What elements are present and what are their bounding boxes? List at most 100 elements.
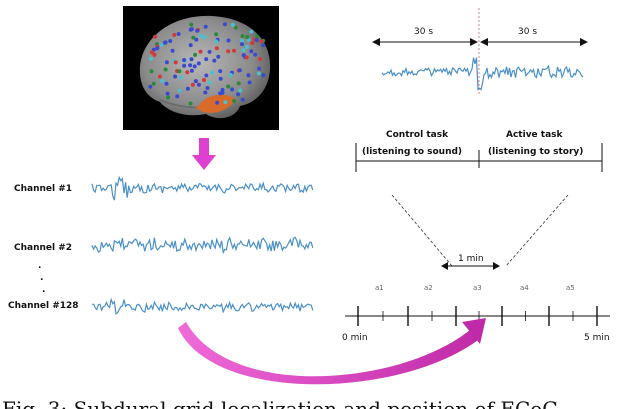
electrode-dot bbox=[214, 46, 219, 51]
timeline-start-label: 0 min bbox=[342, 333, 368, 343]
electrode-dot bbox=[207, 80, 212, 85]
electrode-dot bbox=[222, 22, 227, 27]
electrode-dot bbox=[236, 92, 241, 97]
electrode-dot bbox=[255, 34, 259, 39]
electrode-dot bbox=[240, 38, 244, 43]
ellipsis-dot-3: . bbox=[42, 285, 45, 295]
electrode-dot bbox=[164, 60, 169, 65]
channel-2-signal bbox=[91, 236, 314, 255]
electrode-dot bbox=[218, 91, 223, 96]
electrode-dot bbox=[245, 35, 250, 40]
electrode-dot bbox=[177, 88, 182, 93]
electrode-dot bbox=[189, 68, 194, 73]
electrode-dot bbox=[259, 39, 264, 44]
electrode-dot bbox=[182, 63, 187, 68]
segment-a2: a2 bbox=[424, 284, 433, 292]
ellipsis-dot-1: . bbox=[38, 261, 41, 271]
electrode-dot bbox=[214, 39, 219, 44]
electrode-dot bbox=[218, 69, 223, 74]
electrode-dot bbox=[223, 100, 228, 105]
duration-right-label: 30 s bbox=[518, 27, 537, 37]
electrode-dot bbox=[185, 86, 190, 91]
electrode-dot bbox=[254, 38, 259, 43]
timeline-ticks bbox=[357, 306, 598, 326]
electrode-dot bbox=[189, 57, 194, 62]
electrode-dot bbox=[226, 84, 231, 89]
electrode-dot bbox=[261, 43, 266, 48]
electrode-dot bbox=[250, 41, 255, 45]
electrode-dot bbox=[149, 50, 154, 55]
electrode-dot bbox=[245, 45, 250, 49]
brain-image bbox=[123, 6, 279, 130]
electrode-dot bbox=[237, 68, 242, 73]
electrode-dot bbox=[155, 46, 160, 51]
down-arrow bbox=[192, 138, 216, 170]
electrode-dot bbox=[166, 95, 171, 100]
electrode-dot bbox=[226, 49, 231, 54]
control-task-label: Control task bbox=[386, 130, 449, 140]
electrode-dot bbox=[152, 52, 157, 57]
electrode-dot bbox=[163, 67, 168, 72]
electrode-dot bbox=[203, 90, 208, 95]
electrode-dots bbox=[148, 22, 266, 106]
figure-caption: Fig. 3: Subdural grid localization and p… bbox=[2, 397, 558, 409]
electrode-dot bbox=[198, 33, 203, 38]
electrode-dot bbox=[175, 94, 180, 99]
electrode-dot bbox=[168, 39, 173, 43]
channel-2-label: Channel #2 bbox=[14, 243, 72, 253]
active-task-sub: (listening to story) bbox=[488, 147, 583, 157]
electrode-dot bbox=[172, 32, 177, 37]
electrode-dot bbox=[188, 63, 193, 68]
electrode-dot bbox=[253, 52, 258, 57]
electrode-dot bbox=[188, 43, 193, 48]
zoom-line-left bbox=[391, 194, 453, 267]
electrode-dot bbox=[226, 38, 231, 43]
electrode-dot bbox=[210, 70, 215, 75]
electrode-dot bbox=[241, 53, 246, 58]
electrode-dot bbox=[193, 52, 198, 57]
electrode-dot bbox=[153, 34, 158, 39]
channel-128-signal bbox=[91, 297, 314, 315]
electrode-dot bbox=[212, 58, 217, 63]
electrode-dot bbox=[205, 86, 210, 90]
zoom-line-right bbox=[505, 194, 569, 267]
electrode-dot bbox=[170, 48, 175, 53]
channel-128-label: Channel #128 bbox=[8, 301, 79, 311]
electrode-dot bbox=[233, 25, 238, 30]
electrode-dot bbox=[165, 91, 170, 96]
electrode-dot bbox=[188, 101, 193, 106]
electrode-dot bbox=[230, 87, 235, 92]
electrode-dot bbox=[202, 35, 207, 40]
electrode-dot bbox=[257, 66, 262, 71]
electrode-dot bbox=[192, 64, 197, 69]
electrode-dot bbox=[215, 100, 220, 105]
electrode-dot bbox=[261, 73, 266, 78]
electrode-dot bbox=[149, 69, 154, 74]
electrode-dot bbox=[238, 88, 243, 93]
electrode-dot bbox=[151, 81, 156, 86]
electrode-dot bbox=[179, 75, 183, 80]
electrode-dot bbox=[220, 87, 225, 92]
electrode-dot bbox=[203, 24, 208, 29]
interval-arrow bbox=[441, 262, 500, 270]
electrode-dot bbox=[193, 79, 198, 84]
control-task-sub: (listening to sound) bbox=[362, 147, 462, 157]
electrode-dot bbox=[236, 81, 241, 86]
electrode-dot bbox=[189, 27, 194, 32]
electrode-dot bbox=[157, 74, 162, 79]
electrode-dot bbox=[232, 99, 237, 103]
electrode-dot bbox=[195, 28, 200, 33]
electrode-dot bbox=[173, 74, 178, 79]
electrode-dot bbox=[214, 32, 219, 37]
electrode-dot bbox=[148, 84, 153, 89]
segment-a4: a4 bbox=[520, 284, 529, 292]
electrode-dot bbox=[164, 81, 169, 86]
interval-label: 1 min bbox=[458, 254, 484, 264]
electrode-dot bbox=[159, 43, 164, 47]
electrode-dot bbox=[189, 22, 194, 27]
electrode-dot bbox=[244, 55, 249, 60]
electrode-dot bbox=[249, 29, 254, 34]
electrode-dot bbox=[196, 61, 201, 66]
electrode-dot bbox=[232, 48, 237, 53]
